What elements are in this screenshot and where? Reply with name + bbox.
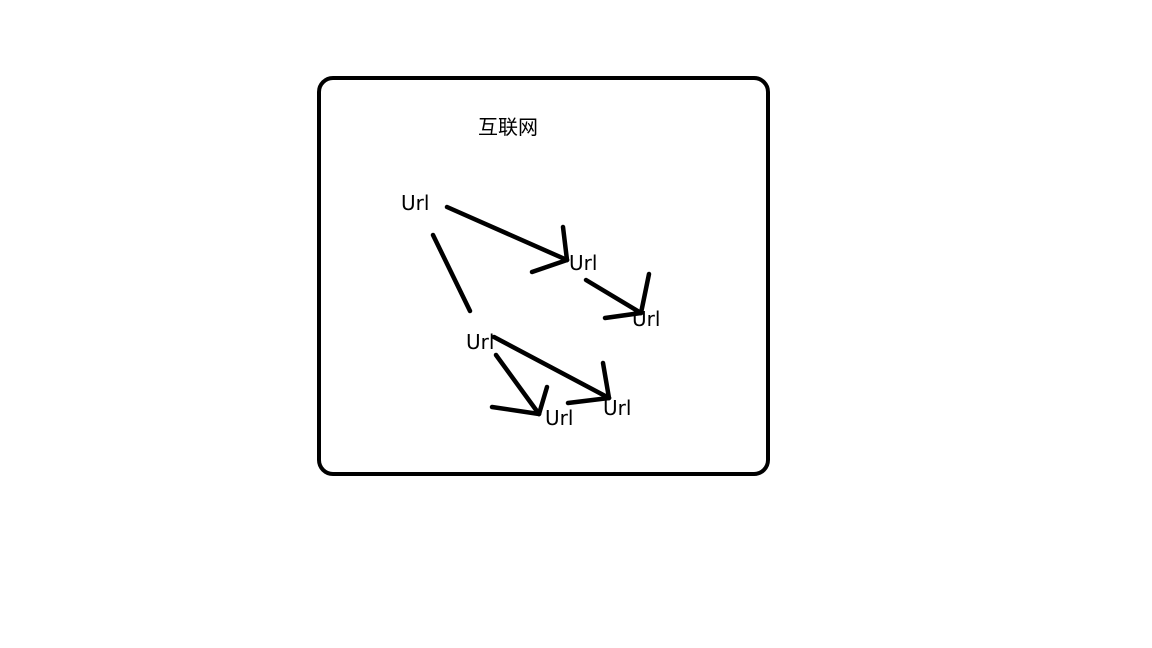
node-url-1: Url: [401, 191, 430, 215]
edge-n4-n5: [489, 352, 550, 417]
arrowhead-stroke: [560, 224, 570, 263]
node-url-5: Url: [545, 406, 574, 430]
edge-n2-n3: [583, 271, 652, 321]
arrowhead-stroke: [600, 360, 612, 401]
internet-boundary-box: [317, 76, 770, 476]
edge-line: [444, 204, 570, 263]
edge-line: [493, 352, 542, 417]
arrowhead-stroke: [489, 404, 542, 417]
edge-n1-n2: [444, 204, 570, 275]
diagram-title: 互联网: [478, 115, 538, 139]
arrowhead-stroke: [536, 384, 550, 417]
edge-line: [491, 334, 612, 401]
node-url-4: Url: [466, 330, 495, 354]
arrowhead-stroke: [602, 310, 644, 321]
arrowhead-stroke: [638, 271, 652, 316]
node-url-2: Url: [569, 251, 598, 275]
node-url-6: Url: [603, 396, 632, 420]
edge-line: [583, 277, 644, 316]
arrowhead-stroke: [565, 395, 612, 406]
node-url-3: Url: [632, 307, 661, 331]
edge-n4-n6: [491, 334, 612, 406]
edge-line: [430, 232, 473, 314]
edge-n1-n4: [430, 232, 473, 314]
arrowhead-stroke: [529, 257, 570, 275]
